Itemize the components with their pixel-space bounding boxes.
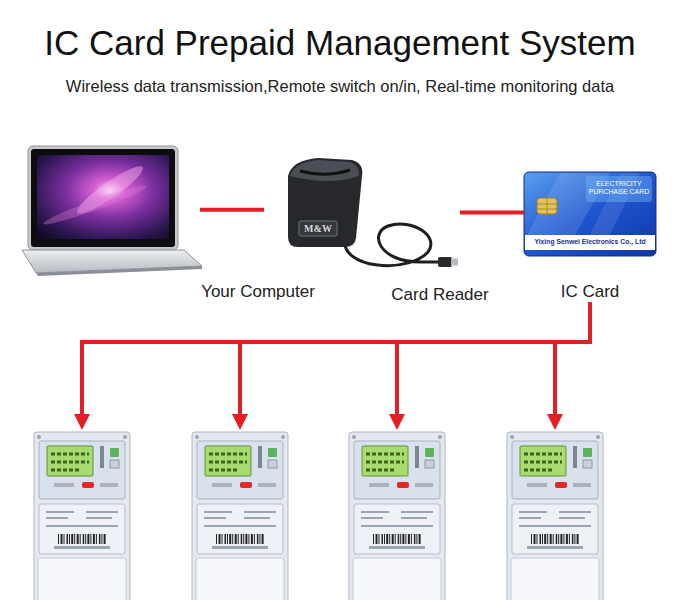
- laptop-screen: [37, 155, 169, 239]
- diagram-title: IC Card Prepaid Management System: [44, 22, 635, 64]
- link-line: [460, 211, 524, 215]
- card-chip: [537, 198, 557, 214]
- ic-card-node: ELECTRICITY PURCHASE CARD Yixing Senwei E…: [524, 172, 656, 302]
- arrow-line: [82, 302, 590, 418]
- usb-tip: [451, 259, 458, 266]
- energy-meter: [34, 432, 130, 600]
- card-maker: Yixing Senwei Electronics Co., Ltd: [534, 237, 645, 246]
- meter-node: [349, 432, 445, 600]
- galaxy-streak: [42, 181, 149, 228]
- usb-plug: [438, 257, 452, 267]
- laptop-lid: [28, 146, 178, 250]
- reader-slot: [300, 170, 350, 174]
- arrow-line: [240, 302, 590, 418]
- meter-node: [34, 432, 130, 600]
- card-strip: [525, 235, 655, 250]
- energy-meter: [349, 432, 445, 600]
- arrow-line: [397, 302, 590, 418]
- link-line: [200, 208, 264, 212]
- subtitle: Wireless data transmission,Remote switch…: [66, 76, 614, 97]
- reader-body: [288, 158, 362, 247]
- reader-top: [290, 160, 359, 181]
- brand-logo: M&W: [304, 222, 332, 235]
- laptop-bezel: [31, 149, 175, 247]
- card-face: ELECTRICITY PURCHASE CARD Yixing Senwei E…: [524, 172, 656, 256]
- computer-node: Your Computer: [24, 145, 200, 272]
- card-title-area: [586, 176, 652, 202]
- device-label: IC Card: [524, 282, 656, 302]
- device-label: Card Reader: [391, 285, 488, 305]
- arrow-line: [555, 302, 590, 418]
- device-label: Your Computer: [201, 282, 315, 302]
- card-reader-node: M&WCard Reader: [264, 150, 460, 272]
- energy-meter: [192, 432, 288, 600]
- energy-meter: [507, 432, 603, 600]
- meter-node: [507, 432, 603, 600]
- laptop-edge: [36, 266, 202, 276]
- card-body: [524, 172, 656, 256]
- logo-plate: [299, 221, 337, 236]
- meter-node: [192, 432, 288, 600]
- usb-cable: [345, 224, 440, 266]
- chip-contacts: [537, 198, 557, 214]
- card-title: ELECTRICITY PURCHASE CARD: [586, 180, 652, 197]
